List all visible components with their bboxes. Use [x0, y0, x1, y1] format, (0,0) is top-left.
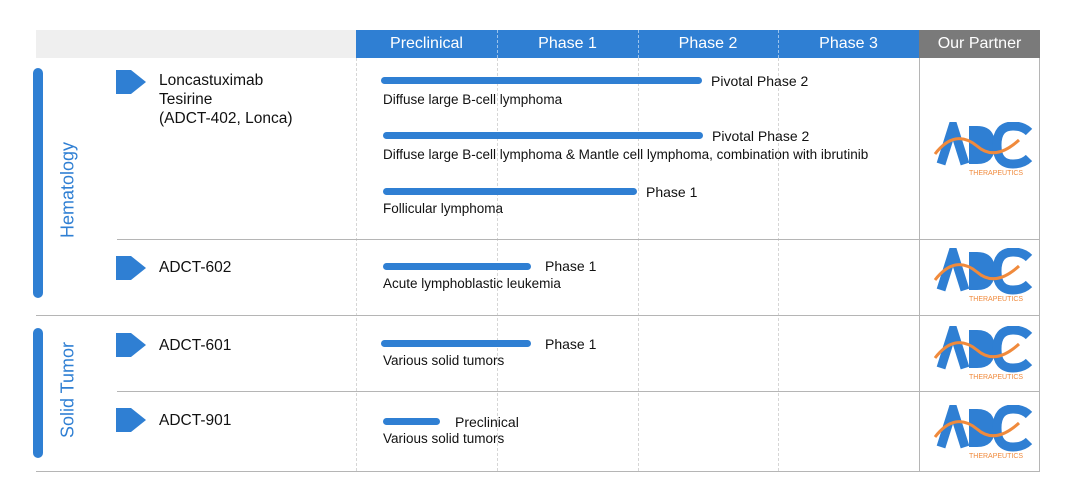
category-bar-hematology	[33, 68, 43, 298]
indication-label: Various solid tumors	[383, 431, 505, 446]
partner-logo-icon: THERAPEUTICS	[933, 237, 1033, 304]
partner-logo-icon: THERAPEUTICS	[933, 394, 1033, 461]
indication-label: Diffuse large B-cell lymphoma	[383, 92, 563, 107]
drug-name-adct-602: ADCT-602	[159, 259, 232, 276]
svg-text:THERAPEUTICS: THERAPEUTICS	[969, 374, 1023, 381]
grid-line	[356, 58, 357, 471]
table-right-border	[1039, 58, 1040, 472]
phase-label: Pivotal Phase 2	[711, 73, 809, 89]
header-partner: Our Partner	[919, 30, 1040, 58]
phase-label: Phase 1	[545, 336, 597, 352]
row-divider	[117, 239, 1040, 240]
header-stage-preclinical: Preclinical	[356, 30, 497, 58]
table-bottom-border	[36, 471, 1040, 472]
phase-label: Preclinical	[455, 414, 519, 430]
indication-label: Diffuse large B-cell lymphoma & Mantle c…	[383, 147, 869, 162]
drug-arrow-icon	[116, 70, 146, 94]
progress-bar-lonca-dlbcl	[381, 77, 702, 84]
drug-arrow-icon	[116, 408, 146, 432]
header-stage-phase-3: Phase 3	[778, 30, 919, 58]
svg-text:THERAPEUTICS: THERAPEUTICS	[969, 170, 1023, 177]
phase-label: Phase 1	[646, 184, 698, 200]
drug-name-line: (ADCT-402, Lonca)	[159, 110, 293, 127]
partner-logo-icon: THERAPEUTICS	[933, 315, 1033, 382]
indication-label: Acute lymphoblastic leukemia	[383, 276, 561, 291]
svg-text:THERAPEUTICS: THERAPEUTICS	[969, 453, 1023, 460]
partner-logo-icon: THERAPEUTICS	[933, 111, 1033, 178]
progress-bar-adct-901	[383, 418, 440, 425]
progress-bar-lonca-combo	[383, 132, 703, 139]
drug-name-lonca: Loncastuximab Tesirine (ADCT-402, Lonca)	[159, 71, 293, 128]
phase-label: Pivotal Phase 2	[712, 128, 810, 144]
progress-bar-adct-602	[383, 263, 531, 270]
partner-column-divider	[919, 58, 920, 472]
indication-label: Follicular lymphoma	[383, 201, 504, 216]
category-label-solid-tumor: Solid Tumor	[57, 341, 78, 439]
indication-label: Various solid tumors	[383, 353, 505, 368]
drug-name-line: Loncastuximab	[159, 72, 264, 89]
drug-arrow-icon	[116, 256, 146, 280]
grid-line	[638, 58, 639, 471]
row-divider	[117, 391, 1040, 392]
category-label-hematology: Hematology	[57, 141, 78, 239]
drug-name-adct-601: ADCT-601	[159, 337, 232, 354]
svg-text:THERAPEUTICS: THERAPEUTICS	[969, 296, 1023, 303]
category-bar-solid-tumor	[33, 328, 43, 458]
progress-bar-adct-601	[381, 340, 531, 347]
drug-name-line: Tesirine	[159, 91, 213, 108]
grid-line	[778, 58, 779, 471]
progress-bar-lonca-fl	[383, 188, 637, 195]
header-stage-phase-2: Phase 2	[638, 30, 778, 58]
drug-arrow-icon	[116, 333, 146, 357]
drug-name-adct-901: ADCT-901	[159, 412, 232, 429]
section-divider	[36, 315, 1040, 316]
header-stage-phase-1: Phase 1	[497, 30, 638, 58]
phase-label: Phase 1	[545, 258, 597, 274]
